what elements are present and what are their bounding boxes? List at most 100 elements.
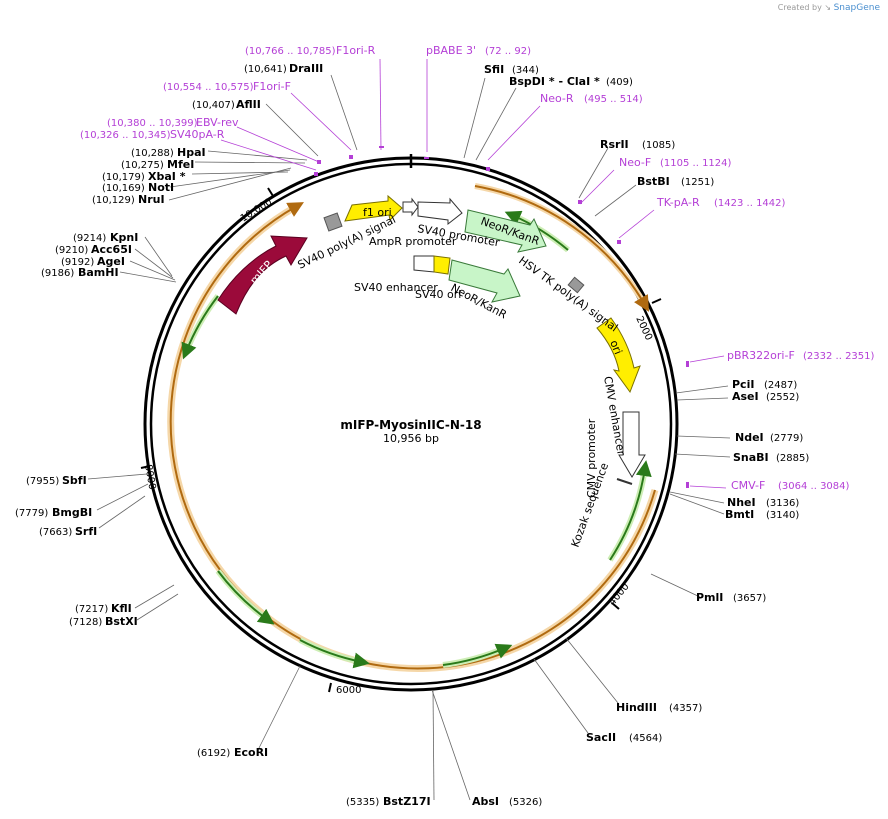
site-kfli-pos: (7217) xyxy=(75,604,108,615)
tick-2000: 2000 xyxy=(633,315,654,343)
tick-6000: 6000 xyxy=(336,685,361,696)
site-noti: NotI xyxy=(148,181,174,194)
snapgene-credit: Created by ↘ SnapGene xyxy=(778,3,880,13)
site-draiii: DraIII xyxy=(289,62,323,75)
sv40-enhancer-label: SV40 enhancer xyxy=(354,281,438,294)
site-xbai-pos: (10,179) xyxy=(102,172,145,183)
feature-f1ori: f1 ori xyxy=(344,194,403,222)
primers: (10,766 .. 10,785) F1ori-R pBABE 3' (72 … xyxy=(80,44,875,492)
site-bmti: BmtI xyxy=(725,508,754,521)
site-pcii: PciI xyxy=(732,378,754,391)
site-sfii-pos: (344) xyxy=(512,65,539,76)
feature-mifp: mIFP xyxy=(217,235,308,315)
site-asei: AseI xyxy=(732,390,759,403)
sites-right: SfiI (344) BspDI * - ClaI * (409) RsrII … xyxy=(472,63,809,808)
feature-neo-outer: NeoR/KanR xyxy=(464,209,547,253)
plasmid-size: 10,956 bp xyxy=(383,432,439,445)
orf-arrows-green xyxy=(181,210,652,669)
site-pmli-pos: (3657) xyxy=(733,593,766,604)
feature-ori: ori xyxy=(596,317,641,394)
site-acc65i-pos: (9210) xyxy=(55,245,88,256)
site-sbfi-pos: (7955) xyxy=(26,476,59,487)
site-noti-pos: (10,169) xyxy=(102,183,145,194)
site-nrui-pos: (10,129) xyxy=(92,195,135,206)
site-kfli: KflI xyxy=(111,602,132,615)
primer-sv40pa-r: SV40pA-R xyxy=(170,128,225,141)
primer-f1ori-f-range: (10,554 .. 10,575) xyxy=(163,82,254,93)
site-aflii: AflII xyxy=(236,98,261,111)
primer-leaders xyxy=(220,58,727,489)
feature-hsv-tk-box xyxy=(567,276,585,294)
primer-cmv-f-range: (3064 .. 3084) xyxy=(778,481,850,492)
tick-4000: 4000 xyxy=(607,581,632,608)
site-sacii: SacII xyxy=(586,731,616,744)
primer-tk-pa-r-range: (1423 .. 1442) xyxy=(714,198,786,209)
site-snabi: SnaBI xyxy=(733,451,769,464)
site-bamhi: BamHI xyxy=(78,266,119,279)
site-sfii: SfiI xyxy=(484,63,504,76)
site-bstbi: BstBI xyxy=(637,175,670,188)
orf-band-1 xyxy=(474,185,650,312)
site-bstz17i-pos: (5335) xyxy=(346,797,379,808)
site-nrui: NruI xyxy=(138,193,165,206)
site-hindiii-pos: (4357) xyxy=(669,703,702,714)
primer-f1ori-f: F1ori-F xyxy=(253,80,291,93)
site-draiii-pos: (10,641) xyxy=(244,64,287,75)
primer-f1ori-r: F1ori-R xyxy=(336,44,376,57)
site-hpai-pos: (10,288) xyxy=(131,148,174,159)
sites-left: (10,641) DraIII (10,407) AflII (10,288) … xyxy=(15,62,431,808)
site-hpai: HpaI xyxy=(177,146,206,159)
site-absi: AbsI xyxy=(472,795,499,808)
site-snabi-pos: (2885) xyxy=(776,453,809,464)
primer-neo-r-range: (495 .. 514) xyxy=(584,94,643,105)
site-sacii-pos: (4564) xyxy=(629,733,662,744)
site-ecori: EcoRI xyxy=(234,746,268,759)
site-kpni: KpnI xyxy=(110,231,138,244)
site-sbfi: SbfI xyxy=(62,474,87,487)
primer-f1ori-r-range: (10,766 .. 10,785) xyxy=(245,46,336,57)
site-mfei: MfeI xyxy=(167,158,194,171)
primer-neo-f: Neo-F xyxy=(619,156,651,169)
primer-cmv-f: CMV-F xyxy=(731,479,765,492)
primer-pbabe3-range: (72 .. 92) xyxy=(485,46,531,57)
site-pcii-pos: (2487) xyxy=(764,380,797,391)
primer-sv40pa-r-range: (10,326 .. 10,345) xyxy=(80,130,171,141)
feature-sv40-enhancer-box xyxy=(413,255,451,275)
primer-pbr322ori-f: pBR322ori-F xyxy=(727,349,795,362)
site-kpni-pos: (9214) xyxy=(73,233,106,244)
site-acc65i: Acc65I xyxy=(91,243,132,256)
site-srfi: SrfI xyxy=(75,525,97,538)
site-bamhi-pos: (9186) xyxy=(41,268,74,279)
site-ecori-pos: (6192) xyxy=(197,748,230,759)
hsv-tk-label: HSV TK poly(A) signal xyxy=(516,254,620,335)
feature-ampr-promoter-arrow xyxy=(402,197,419,217)
sv40-ori-label: SV40 ori xyxy=(415,288,461,301)
site-ndei-pos: (2779) xyxy=(770,433,803,444)
site-bspdi-clai-pos: (409) xyxy=(606,77,633,88)
ori-label: ori xyxy=(607,338,624,356)
site-agei: AgeI xyxy=(97,255,125,268)
primer-tk-pa-r: TK-pA-R xyxy=(656,196,700,209)
plasmid-name: mIFP-MyosinIIC-N-18 xyxy=(340,418,481,432)
site-bstz17i: BstZ17I xyxy=(383,795,431,808)
site-nhei-pos: (3136) xyxy=(766,498,799,509)
primer-neo-r: Neo-R xyxy=(540,92,574,105)
credit-prefix: Created by xyxy=(777,3,822,12)
site-bstxi: BstXI xyxy=(105,615,138,628)
f1ori-label: f1 ori xyxy=(363,206,392,219)
site-ndei: NdeI xyxy=(735,431,764,444)
feature-cmv xyxy=(616,411,646,485)
primer-pbabe3: pBABE 3' xyxy=(426,44,476,57)
site-leaders xyxy=(87,74,731,801)
feature-sv40-polya-box xyxy=(323,212,343,232)
site-xbai: XbaI * xyxy=(148,170,186,183)
site-rsrii-pos: (1085) xyxy=(642,140,675,151)
site-rsrii: RsrII xyxy=(600,138,629,151)
site-bspdi-clai: BspDI * - ClaI * xyxy=(509,75,600,88)
site-mfei-pos: (10,275) xyxy=(121,160,164,171)
site-bmgbi-pos: (7779) xyxy=(15,508,48,519)
snapgene-logo-icon: ↘ xyxy=(824,3,832,12)
site-pmli: PmlI xyxy=(696,591,723,604)
site-asei-pos: (2552) xyxy=(766,392,799,403)
